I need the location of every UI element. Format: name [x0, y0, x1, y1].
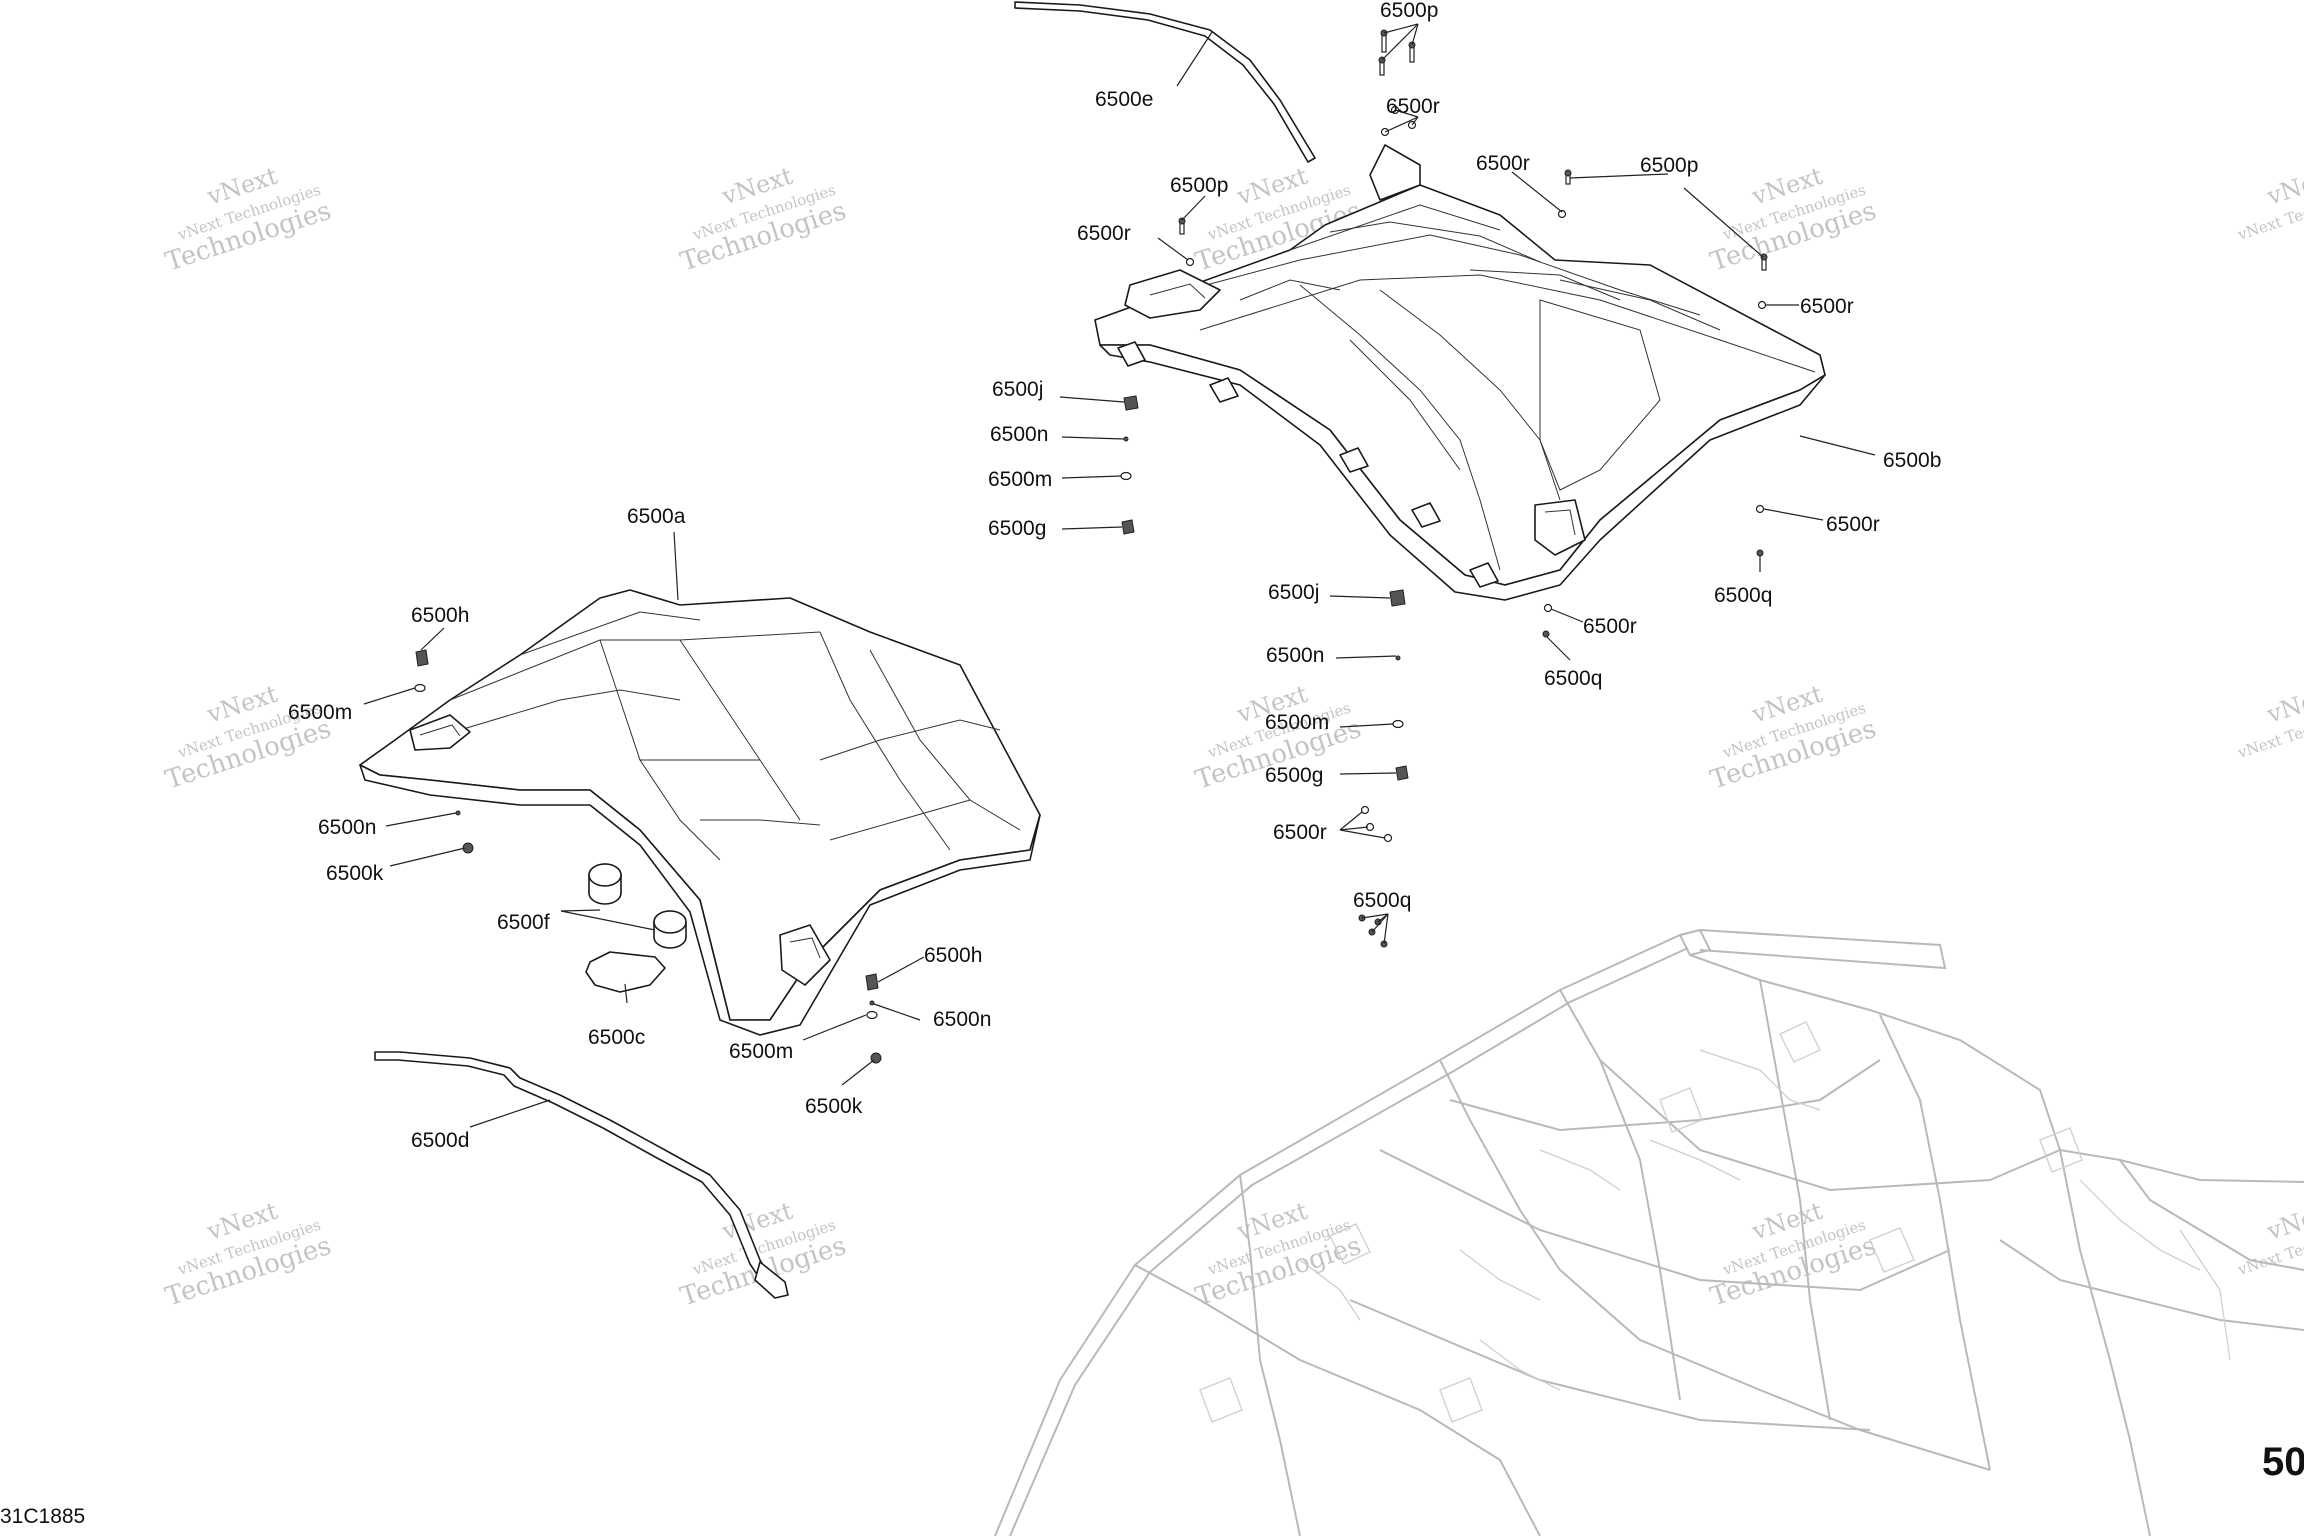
callout-6500a: 6500a [627, 505, 686, 528]
callout-6500f: 6500f [497, 911, 550, 934]
callout-6500q: 6500q [1353, 889, 1411, 912]
callout-labels: 6500p 6500e 6500r 6500r 6500p 6500p 6500… [288, 0, 1941, 1152]
watermark-line: vNext [2263, 162, 2304, 211]
watermark-line: vNext [2263, 680, 2304, 729]
callout-6500r: 6500r [1826, 513, 1880, 536]
cover-plate [585, 951, 666, 993]
page-number: 50 [2262, 1440, 2304, 1484]
callout-6500e: 6500e [1095, 88, 1153, 111]
callout-6500n: 6500n [1266, 644, 1324, 667]
callout-6500p: 6500p [1380, 0, 1438, 22]
callout-6500r: 6500r [1077, 222, 1131, 245]
callout-6500q: 6500q [1714, 584, 1772, 607]
callout-6500c: 6500c [588, 1026, 645, 1049]
callout-6500m: 6500m [288, 701, 352, 724]
trim-bar-front [374, 1051, 789, 1299]
roof-panel-rear [1094, 144, 1826, 601]
callout-6500g: 6500g [988, 517, 1046, 540]
callout-6500q: 6500q [1544, 667, 1602, 690]
cable-bushings [588, 863, 687, 949]
callout-6500p: 6500p [1170, 174, 1228, 197]
hardware [414, 29, 1768, 1064]
callout-6500n: 6500n [990, 423, 1048, 446]
callout-6500b: 6500b [1883, 449, 1941, 472]
drawing-code: 31C1885 [0, 1505, 85, 1528]
callout-6500d: 6500d [411, 1129, 469, 1152]
callout-6500k: 6500k [326, 862, 384, 885]
callout-6500h: 6500h [411, 604, 469, 627]
callout-6500m: 6500m [1265, 711, 1329, 734]
callout-6500m: 6500m [729, 1040, 793, 1063]
callout-6500r: 6500r [1800, 295, 1854, 318]
callout-6500n: 6500n [933, 1008, 991, 1031]
callout-6500r: 6500r [1476, 152, 1530, 175]
trim-bar-rear [1014, 1, 1316, 163]
roll-cage-frame [994, 928, 2304, 1536]
callout-6500g: 6500g [1265, 764, 1323, 787]
callout-6500p: 6500p [1640, 154, 1698, 177]
callout-6500h: 6500h [924, 944, 982, 967]
callout-6500r: 6500r [1583, 615, 1637, 638]
watermark-line: vNext [2263, 1197, 2304, 1246]
callout-6500r: 6500r [1386, 95, 1440, 118]
callout-6500n: 6500n [318, 816, 376, 839]
callout-6500r: 6500r [1273, 821, 1327, 844]
callout-6500j: 6500j [1268, 581, 1319, 604]
callout-6500k: 6500k [805, 1095, 863, 1118]
leader-lines [363, 23, 1876, 1128]
roof-panel-front [359, 589, 1041, 1036]
callout-6500j: 6500j [992, 378, 1043, 401]
callout-6500m: 6500m [988, 468, 1052, 491]
